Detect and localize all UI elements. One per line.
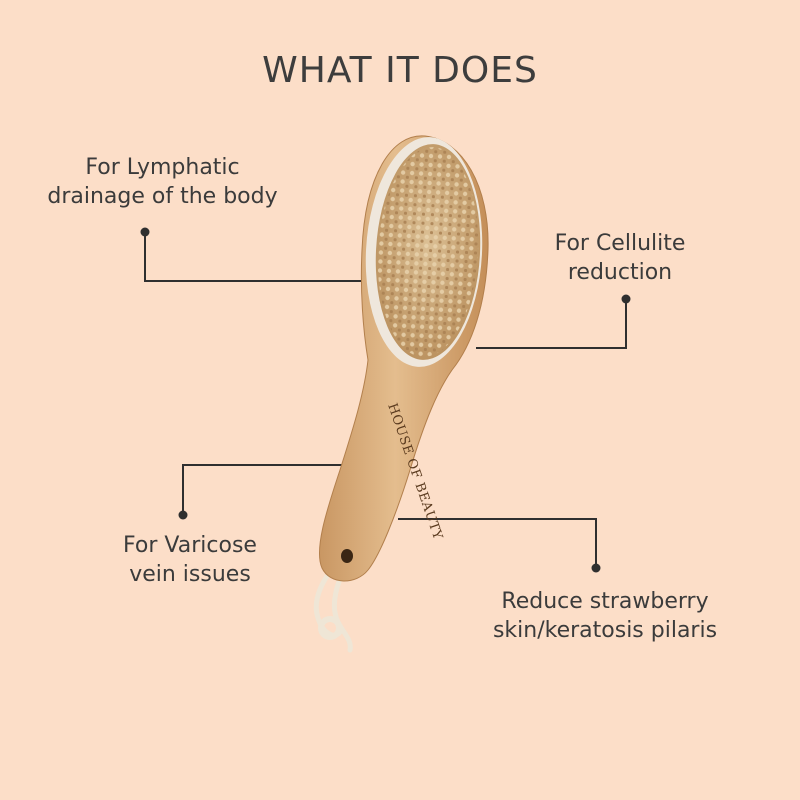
callout-varicose-line1: For Varicose bbox=[123, 533, 257, 558]
callout-label-strawberry: Reduce strawberry skin/keratosis pilaris bbox=[470, 587, 740, 645]
callout-label-lymphatic: For Lymphatic drainage of the body bbox=[20, 153, 305, 211]
callout-line-lymphatic bbox=[140, 227, 362, 282]
callout-label-varicose: For Varicose vein issues bbox=[90, 531, 290, 589]
callout-line-strawberry bbox=[398, 518, 601, 573]
dry-body-brush-image bbox=[313, 135, 489, 653]
callout-lymphatic-line1: For Lymphatic bbox=[85, 155, 240, 180]
callout-line-cellulite bbox=[476, 294, 631, 349]
brush-bristle-texture bbox=[377, 147, 479, 357]
callout-cellulite-line1: For Cellulite bbox=[554, 231, 686, 256]
handle-hole bbox=[341, 549, 353, 563]
callout-varicose-line2: vein issues bbox=[129, 562, 251, 587]
callout-line-varicose bbox=[178, 464, 346, 520]
page-title: WHAT IT DOES bbox=[262, 50, 538, 91]
callout-strawberry-line1: Reduce strawberry bbox=[501, 589, 709, 614]
callout-label-cellulite: For Cellulite reduction bbox=[540, 229, 700, 287]
callout-cellulite-line2: reduction bbox=[567, 260, 673, 285]
callout-lymphatic-line2: drainage of the body bbox=[47, 184, 278, 209]
callout-strawberry-line2: skin/keratosis pilaris bbox=[492, 618, 718, 643]
